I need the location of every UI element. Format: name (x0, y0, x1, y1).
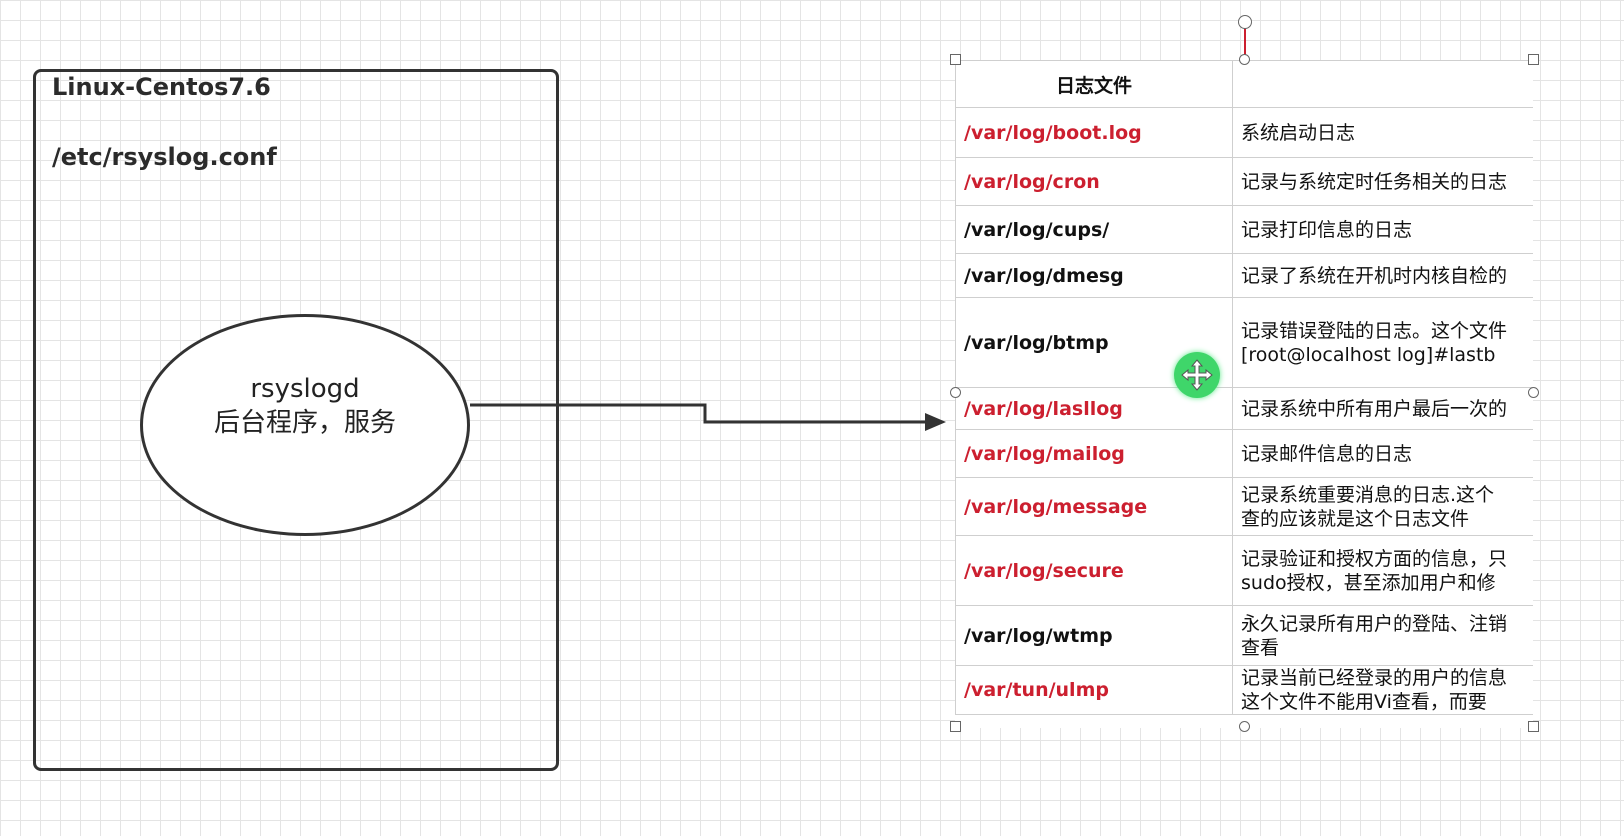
log-path-cell: /var/log/cups/ (955, 205, 1233, 254)
log-desc-cell: 记录系统重要消息的日志.这个查的应该就是这个日志文件 (1232, 477, 1533, 536)
log-desc-cell: 记录了系统在开机时内核自检的 (1232, 253, 1533, 298)
daemon-label: rsyslogd 后台程序，服务 (140, 372, 470, 440)
log-desc-cell: 记录错误登陆的日志。这个文件[root@localhost log]#lastb (1232, 297, 1533, 388)
resize-handle-bottom-right[interactable] (1528, 721, 1539, 732)
header-log-file: 日志文件 (955, 60, 1233, 108)
resize-handle-left[interactable] (950, 387, 961, 398)
log-desc-cell: 记录系统中所有用户最后一次的 (1232, 387, 1533, 430)
resize-handle-bottom-left[interactable] (950, 721, 961, 732)
server-box[interactable] (33, 69, 559, 771)
resize-handle-top-right[interactable] (1528, 54, 1539, 65)
log-desc-cell: 永久记录所有用户的登陆、注销查看 (1232, 605, 1533, 666)
connector-line (470, 403, 930, 424)
rotate-handle[interactable] (1238, 15, 1252, 29)
config-path-label: /etc/rsyslog.conf (52, 143, 277, 171)
table-row: /var/log/cups/记录打印信息的日志 (955, 205, 1533, 254)
log-path-cell: /var/log/mailog (955, 429, 1233, 478)
log-path-cell: /var/log/cron (955, 157, 1233, 206)
resize-handle-top[interactable] (1239, 54, 1250, 65)
resize-handle-bottom[interactable] (1239, 721, 1250, 732)
move-arrows-icon[interactable] (1174, 352, 1220, 398)
server-box-title: Linux-Centos7.6 (52, 73, 271, 101)
daemon-ellipse[interactable] (140, 314, 470, 536)
connector-arrowhead (925, 413, 946, 431)
log-desc-cell: 系统启动日志 (1232, 107, 1533, 158)
log-path-cell: /var/log/message (955, 477, 1233, 536)
log-path-cell: /var/log/secure (955, 535, 1233, 606)
daemon-name: rsyslogd (250, 374, 360, 404)
log-desc-cell: 记录打印信息的日志 (1232, 205, 1533, 254)
header-description (1232, 60, 1533, 108)
log-path-cell: /var/log/boot.log (955, 107, 1233, 158)
resize-handle-right[interactable] (1528, 387, 1539, 398)
log-desc-cell: 记录当前已经登录的用户的信息这个文件不能用Vi查看，而要 (1232, 665, 1533, 715)
log-desc-cell: 记录与系统定时任务相关的日志 (1232, 157, 1533, 206)
log-desc-cell: 记录邮件信息的日志 (1232, 429, 1533, 478)
log-path-cell: /var/tun/ulmp (955, 665, 1233, 715)
log-path-cell: /var/log/wtmp (955, 605, 1233, 666)
log-path-cell: /var/log/dmesg (955, 253, 1233, 298)
daemon-desc: 后台程序，服务 (213, 408, 396, 438)
resize-handle-top-left[interactable] (950, 54, 961, 65)
